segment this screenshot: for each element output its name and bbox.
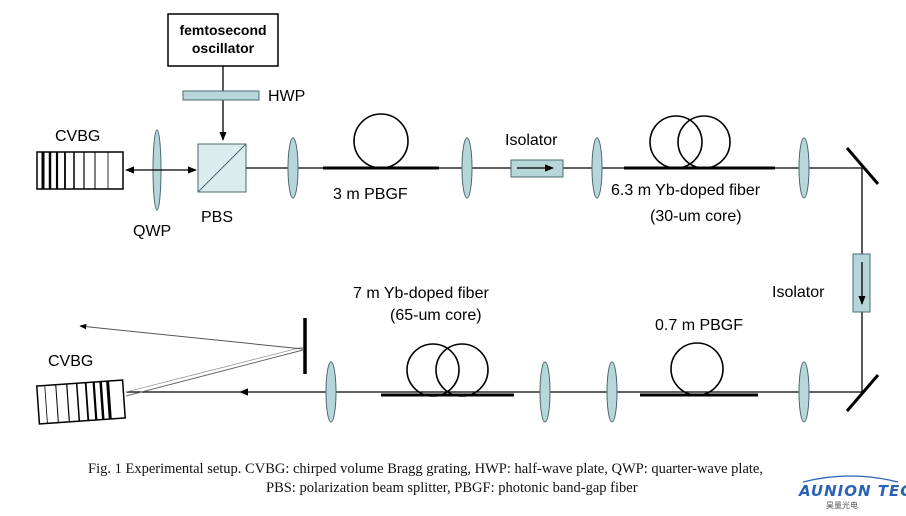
mirror-bottom-right (845, 374, 880, 412)
isolator-top-label: Isolator (505, 132, 558, 149)
lens-4 (798, 137, 810, 199)
yb-fiber-1 (624, 115, 775, 170)
qwp-label: QWP (133, 223, 171, 240)
caption-line1: Fig. 1 Experimental setup. CVBG: chirped… (88, 461, 763, 477)
cvbg-top-label: CVBG (55, 128, 100, 145)
lens-2 (461, 137, 473, 199)
logo-sub: 昊量光电 (826, 500, 858, 510)
isolator-right (852, 253, 871, 313)
hwp-plate (182, 90, 260, 101)
lens-8 (325, 361, 337, 423)
pbgf-07m-fiber (640, 342, 758, 397)
ray-mirror-to-cvbg (125, 346, 304, 393)
cvbg-top (36, 151, 124, 190)
caption-line2: PBS: polarization beam splitter, PBGF: p… (266, 480, 638, 496)
pbs-cube (197, 143, 247, 193)
oscillator-label-line2: oscillator (192, 40, 255, 56)
lens-6 (606, 361, 618, 423)
hwp-label: HWP (268, 88, 305, 105)
logo-brand: AUNION TECH (798, 482, 906, 500)
lens-1 (287, 137, 299, 199)
pbgf-3m-fiber (323, 113, 439, 170)
output-beam (79, 323, 304, 350)
isolator-top (510, 159, 564, 178)
femtosecond-oscillator: femtosecond oscillator (167, 13, 279, 67)
pbgf-3m-label: 3 m PBGF (333, 186, 408, 203)
oscillator-label-line1: femtosecond (179, 22, 266, 38)
lens-7 (539, 361, 551, 423)
yb-fiber-2-label-line1: 7 m Yb-doped fiber (353, 285, 489, 302)
isolator-right-label: Isolator (772, 284, 825, 301)
yb-fiber-1-label-line1: 6.3 m Yb-doped fiber (611, 182, 761, 199)
yb-fiber-2 (381, 343, 514, 397)
aunion-tech-logo: AUNION TECH 昊量光电 (798, 475, 906, 510)
mirror-top-right (845, 147, 880, 185)
lens-5 (798, 361, 810, 423)
yb-fiber-1-label-line2: (30-um core) (650, 208, 742, 225)
pbgf-07m-label: 0.7 m PBGF (655, 317, 743, 334)
ray-cvbg-to-mirror (125, 349, 304, 397)
cvbg-bottom-label: CVBG (48, 353, 93, 370)
lens-3 (591, 137, 603, 199)
pbs-label: PBS (201, 209, 233, 226)
yb-fiber-2-label-line2: (65-um core) (390, 307, 482, 324)
cvbg-bottom (35, 379, 127, 425)
